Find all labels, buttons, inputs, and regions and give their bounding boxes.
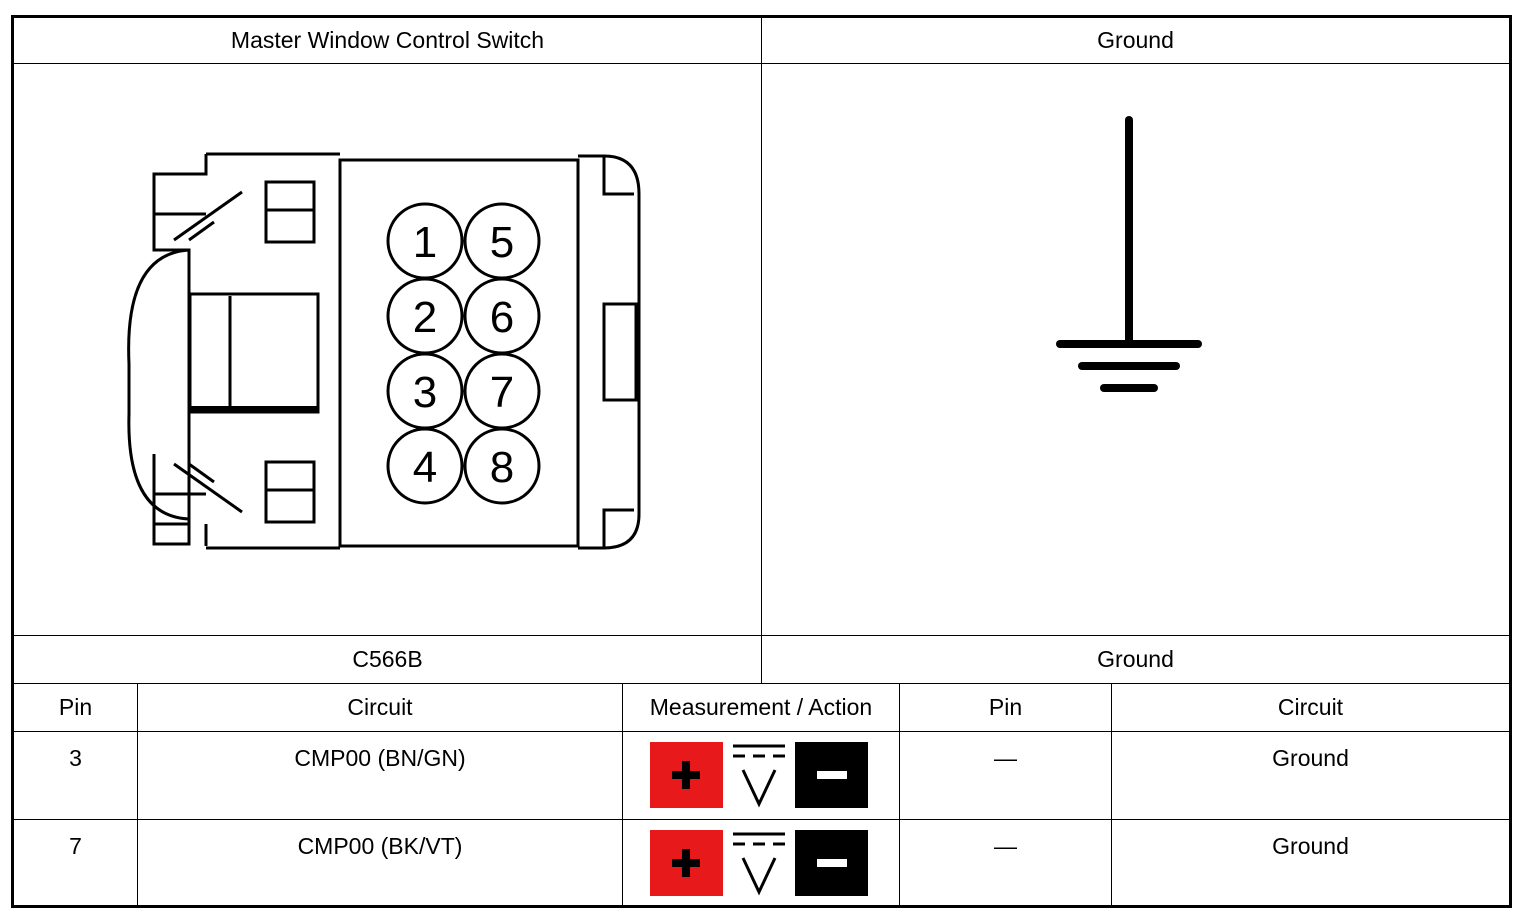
positive-probe-icon — [650, 830, 723, 896]
ground-symbol-icon — [1056, 116, 1202, 392]
negative-probe-icon — [795, 830, 868, 896]
positive-probe-icon — [650, 742, 723, 808]
pin-label: 8 — [490, 443, 514, 492]
pin-label: 1 — [413, 218, 437, 267]
row-circuit: CMP00 (BK/VT) — [297, 833, 463, 859]
divider — [14, 683, 1509, 684]
divider — [761, 18, 762, 683]
divider — [899, 683, 900, 908]
connector-face-diagram: 1 2 3 4 5 6 7 8 — [127, 152, 641, 550]
component-title: Master Window Control Switch — [230, 27, 545, 53]
divider — [14, 819, 1509, 820]
col-header-pin: Pin — [58, 694, 93, 720]
col-header-circuit: Circuit — [347, 694, 413, 720]
dc-voltage-meter-icon — [650, 742, 868, 808]
divider — [1111, 683, 1112, 908]
row-pin-2: — — [994, 833, 1017, 859]
ground-title: Ground — [1097, 27, 1174, 53]
diagram-frame: Master Window Control Switch Ground — [11, 15, 1512, 908]
row-circuit-2: Ground — [1272, 833, 1349, 859]
divider — [137, 683, 138, 908]
connector-id: C566B — [352, 646, 423, 672]
pin-label: 4 — [413, 443, 437, 492]
negative-probe-icon — [795, 742, 868, 808]
col-header-measurement: Measurement / Action — [649, 694, 873, 720]
row-pin: 7 — [69, 833, 82, 859]
col-header-circuit-2: Circuit — [1277, 694, 1344, 720]
divider — [14, 731, 1509, 732]
pin-label: 7 — [490, 368, 514, 417]
row-circuit: CMP00 (BN/GN) — [294, 745, 466, 771]
pin-label: 6 — [490, 293, 514, 342]
pin-label: 5 — [490, 218, 514, 267]
pin-label: 2 — [413, 293, 437, 342]
row-pin-2: — — [994, 745, 1017, 771]
row-circuit-2: Ground — [1272, 745, 1349, 771]
pin-label: 3 — [413, 368, 437, 417]
divider — [622, 683, 623, 908]
dc-voltage-meter-icon — [650, 830, 868, 896]
voltmeter-icon — [731, 830, 787, 896]
ground-label: Ground — [1097, 646, 1174, 672]
row-pin: 3 — [69, 745, 82, 771]
voltmeter-icon — [731, 742, 787, 808]
col-header-pin-2: Pin — [988, 694, 1023, 720]
